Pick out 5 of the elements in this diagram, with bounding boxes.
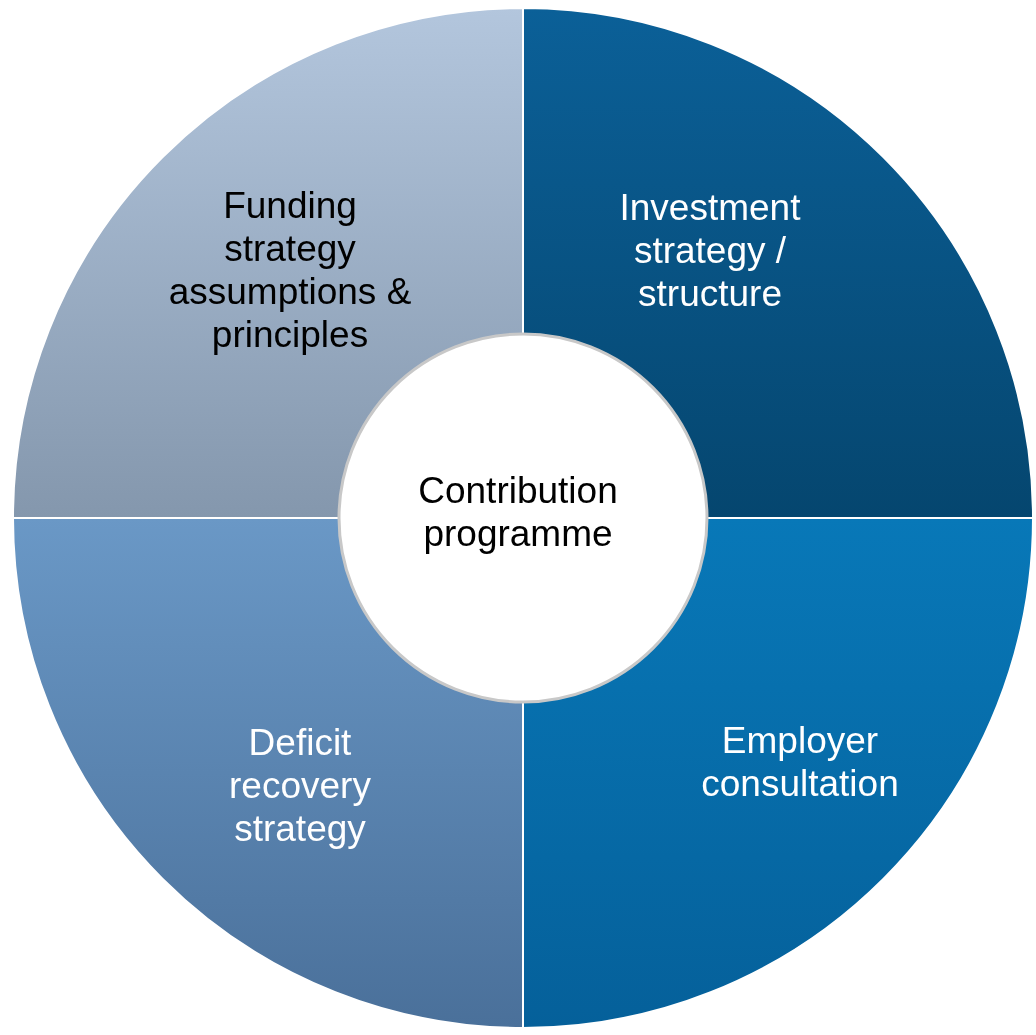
segment-label: Investment strategy / structure [618,185,802,315]
center-label: Contribution programme [417,469,619,555]
segment-label: Deficit recovery strategy [228,720,372,850]
segment-label: Funding strategy assumptions & principles [167,184,413,356]
segment-label: Employer consultation [700,719,900,805]
